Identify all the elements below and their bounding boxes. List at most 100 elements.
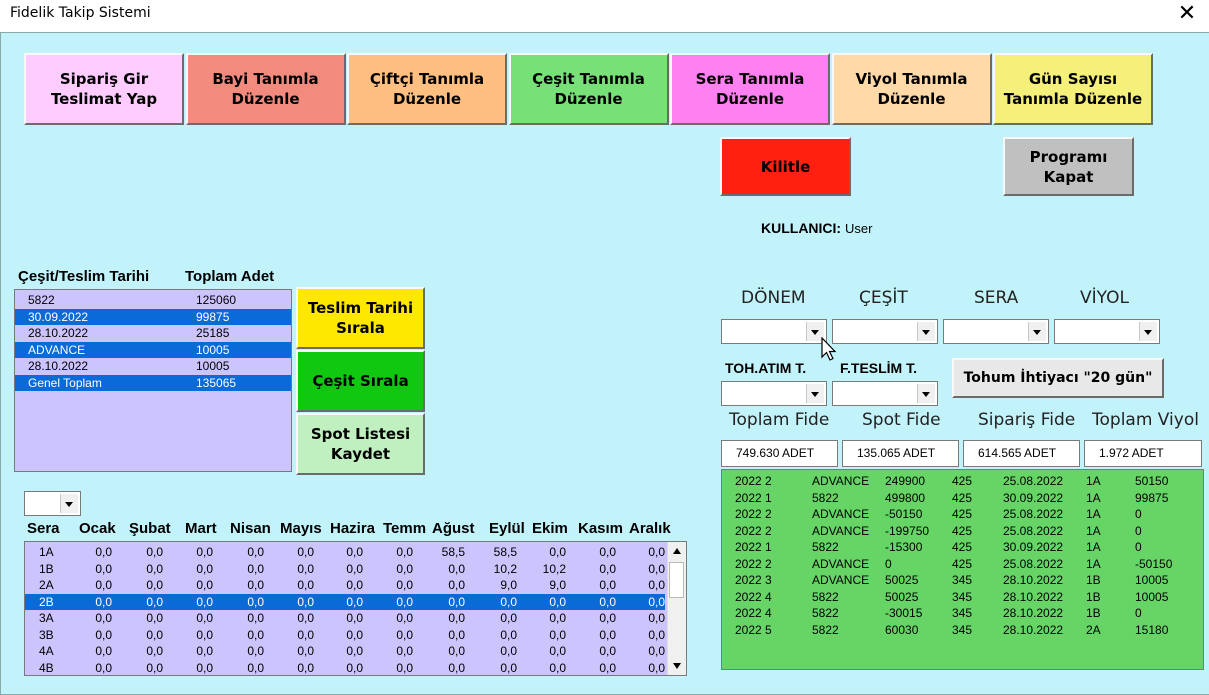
month-value-cell: 0,0	[247, 611, 264, 625]
month-value-cell: 0,0	[95, 644, 112, 658]
order-cell: 0	[1135, 523, 1142, 538]
chevron-down-icon[interactable]	[806, 322, 824, 341]
scroll-down-icon[interactable]	[673, 663, 681, 669]
chevron-down-icon[interactable]	[60, 494, 78, 513]
chevron-down-icon[interactable]	[917, 322, 935, 341]
month-value-cell: 0,0	[648, 644, 665, 658]
title-bar: Fidelik Takip Sistemi ✕	[0, 0, 1209, 33]
month-value-cell: 0,0	[346, 627, 363, 642]
order-cell: 425	[952, 556, 973, 571]
list-header-variety-date: Çeşit/Teslim Tarihi	[18, 268, 150, 285]
month-value-cell: 0,0	[599, 594, 616, 609]
order-cell: -30015	[885, 606, 923, 620]
chevron-down-icon[interactable]	[917, 384, 935, 403]
filter-dropdown-3[interactable]	[943, 319, 1049, 344]
month-value-cell: 0,0	[146, 627, 163, 642]
sera-cell: 1B	[39, 561, 54, 576]
order-cell: 5822	[812, 490, 839, 505]
filter-dropdown-4[interactable]	[1054, 319, 1160, 344]
nav-button-6[interactable]: Viyol Tanımla Düzenle	[831, 53, 992, 125]
month-value-cell: 0,0	[247, 627, 264, 642]
chevron-down-icon[interactable]	[1139, 322, 1157, 341]
month-value-cell: 0,0	[95, 594, 112, 609]
chevron-down-icon[interactable]	[806, 384, 824, 403]
nav-button-2[interactable]: Bayi Tanımla Düzenle	[185, 53, 346, 125]
month-value-cell: 0,0	[146, 561, 163, 576]
order-cell: ADVANCE	[812, 556, 870, 571]
month-value-cell: 0,0	[196, 578, 213, 592]
order-cell: 425	[952, 540, 973, 554]
month-header: Mayıs	[280, 520, 322, 537]
side-button-2[interactable]: Çeşit Sırala	[296, 350, 425, 412]
seed-need-button[interactable]: Tohum İhtiyacı "20 gün"	[952, 358, 1164, 398]
month-header: Kasım	[578, 520, 624, 537]
filter-dropdown-2[interactable]	[832, 319, 938, 344]
order-cell: 99875	[1135, 490, 1169, 505]
side-button-3[interactable]: Spot Listesi Kaydet	[296, 413, 425, 475]
scroll-thumb[interactable]	[669, 562, 684, 598]
delivery-date-label: F.TESLİM T.	[840, 360, 917, 376]
order-cell: 5822	[812, 622, 839, 637]
filter-dropdown-1[interactable]	[721, 319, 827, 344]
lock-button[interactable]: Kilitle	[720, 137, 851, 196]
nav-button-1[interactable]: Sipariş Gir Teslimat Yap	[24, 53, 184, 125]
month-value-cell: 0,0	[648, 578, 665, 592]
delivery-date-dropdown[interactable]	[832, 381, 938, 406]
nav-button-4[interactable]: Çeşit Tanımla Düzenle	[508, 53, 669, 125]
side-button-1[interactable]: Teslim Tarihi Sırala	[296, 287, 425, 349]
nav-button-3[interactable]: Çiftçi Tanımla Düzenle	[347, 53, 507, 125]
close-program-button[interactable]: Programı Kapat	[1003, 137, 1134, 196]
nav-button-7[interactable]: Gün Sayısı Tanımla Düzenle	[993, 53, 1153, 125]
scroll-up-icon[interactable]	[673, 548, 681, 554]
month-value-cell: 0,0	[500, 660, 517, 675]
month-value-cell: 0,0	[396, 578, 413, 592]
year-dropdown[interactable]	[24, 491, 81, 516]
user-name: User	[845, 221, 873, 236]
totals-field-3[interactable]: 614.565 ADET	[963, 440, 1080, 467]
totals-field-1[interactable]: 749.630 ADET	[721, 440, 838, 467]
totals-field-2[interactable]: 135.065 ADET	[842, 440, 959, 467]
order-cell: 2022	[735, 622, 762, 637]
nav-button-5[interactable]: Sera Tanımla Düzenle	[670, 53, 830, 125]
close-icon[interactable]: ✕	[1177, 0, 1197, 25]
month-value-cell: 0,0	[297, 578, 314, 592]
order-cell: 1	[765, 490, 772, 505]
order-cell: 4	[765, 589, 772, 604]
totals-field-4[interactable]: 1.972 ADET	[1084, 440, 1202, 467]
chevron-down-icon[interactable]	[1028, 322, 1046, 341]
scrollbar[interactable]	[667, 542, 686, 675]
sowing-date-dropdown[interactable]	[721, 381, 827, 406]
month-value-cell: 0,0	[346, 660, 363, 675]
item-name: Genel Toplam	[28, 375, 102, 390]
item-name: 5822	[28, 293, 55, 307]
